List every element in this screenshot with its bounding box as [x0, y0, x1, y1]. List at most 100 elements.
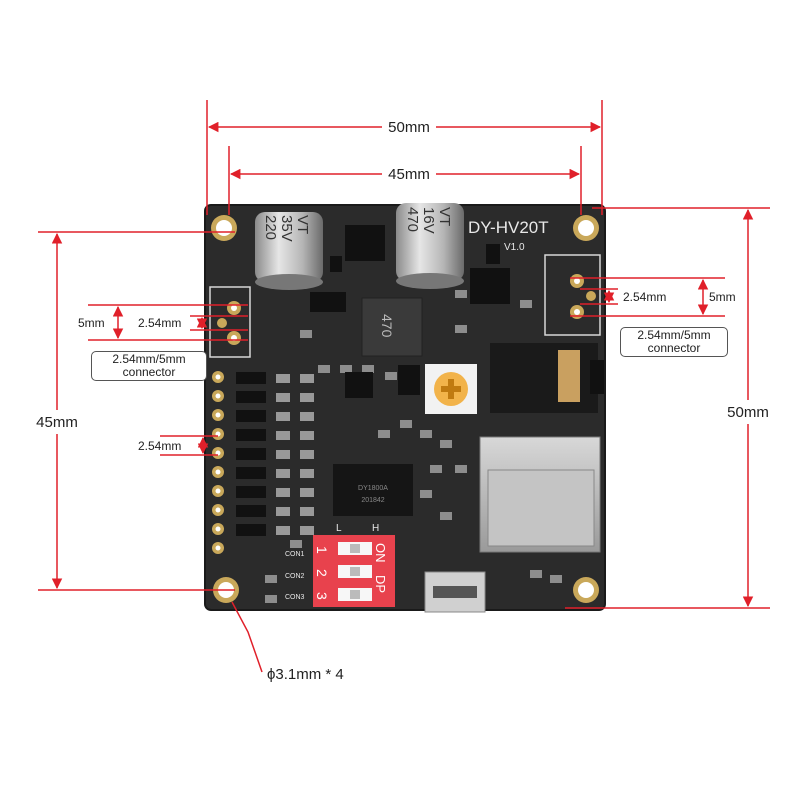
right-connector-line2: connector	[647, 341, 701, 355]
outer-width-label: 50mm	[388, 119, 430, 136]
smd-part	[520, 300, 532, 308]
smd-resistor	[300, 450, 314, 459]
dip-switch[interactable]: ON DP 1 2 3	[313, 535, 395, 607]
smd-resistor	[300, 526, 314, 535]
header-pin-hole	[215, 545, 221, 551]
smd-resistor	[276, 507, 290, 516]
right-connector-callout: 2.54mm/5mm connector	[620, 327, 728, 357]
left-connector-callout: 2.54mm/5mm connector	[91, 351, 207, 381]
smd-diode	[236, 467, 266, 479]
smd-resistor	[276, 431, 290, 440]
transistor	[398, 365, 420, 395]
dimension-labels: 50mm 45mm 45mm 50mm 5mm 2.54mm 2.54mm 5m…	[36, 119, 769, 683]
left-connector-line2: connector	[122, 365, 176, 379]
smd-part	[378, 430, 390, 438]
smd-resistor	[276, 526, 290, 535]
dip-on-label: ON	[373, 543, 388, 563]
cap1-value: 220	[262, 215, 279, 240]
con3-label: CON3	[285, 594, 305, 601]
header-pin-hole	[215, 526, 221, 532]
capacitor-220uf: 220 35V VT	[255, 212, 323, 290]
smd-diode	[236, 391, 266, 403]
header-pin-hole	[215, 412, 221, 418]
right-connector-line1: 2.54mm/5mm	[637, 328, 711, 342]
smd-resistor	[300, 469, 314, 478]
smd-part	[340, 365, 352, 373]
hole-height-label: 45mm	[36, 414, 78, 431]
smd-diode	[236, 524, 266, 536]
pcb-board: 220 35V VT 470 16V VT DY-HV20T V1.0 470	[204, 203, 606, 613]
potentiometer	[425, 364, 477, 414]
dip-number-2: 2	[314, 569, 330, 577]
smd-part	[455, 325, 467, 333]
smd-resistor	[276, 393, 290, 402]
con1-label: CON1	[285, 551, 305, 558]
top-ics	[310, 225, 510, 312]
smd-resistor	[276, 374, 290, 383]
smd-resistor	[276, 469, 290, 478]
smd-part	[530, 570, 542, 578]
header-pin-hole	[215, 393, 221, 399]
dimension-lines	[38, 100, 770, 673]
header-pitch-label: 2.54mm	[138, 439, 181, 453]
smd-part	[440, 440, 452, 448]
smd-diode	[236, 486, 266, 498]
header-pin-hole	[215, 507, 221, 513]
smd-resistor	[300, 507, 314, 516]
smd-resistor	[300, 374, 314, 383]
smd-array	[236, 372, 314, 536]
smd-part	[265, 575, 277, 583]
smd-part	[300, 330, 312, 338]
smd-resistor	[300, 393, 314, 402]
cap1-voltage: 35V	[278, 215, 295, 242]
audio-jack	[490, 343, 604, 413]
dip-low-label: L	[336, 523, 342, 534]
smd-part	[455, 465, 467, 473]
smd-part	[318, 365, 330, 373]
board-version: V1.0	[504, 242, 525, 253]
smd-resistor	[276, 450, 290, 459]
dip-brand-label: DP	[373, 575, 388, 593]
con2-label: CON2	[285, 573, 305, 580]
smd-part	[455, 290, 467, 298]
smd-diode	[236, 505, 266, 517]
inductor-marking: 470	[379, 314, 395, 338]
smd-resistor	[276, 412, 290, 421]
header-pin-hole	[215, 469, 221, 475]
regulator-chip	[345, 372, 373, 398]
smd-part	[420, 430, 432, 438]
board-model: DY-HV20T	[468, 218, 549, 237]
chip-marking-2: 201842	[361, 497, 384, 504]
pin-header	[212, 371, 224, 554]
smd-diode	[236, 429, 266, 441]
header-pin-hole	[215, 488, 221, 494]
outer-height-label: 50mm	[727, 404, 769, 421]
smd-resistor	[300, 431, 314, 440]
smd-part	[362, 365, 374, 373]
smd-part	[290, 540, 302, 548]
dip-number-3: 3	[314, 592, 330, 600]
smd-diode	[236, 448, 266, 460]
smd-part	[430, 465, 442, 473]
dip-number-1: 1	[314, 546, 330, 554]
header-pin-hole	[215, 374, 221, 380]
left-pitch-small-label: 2.54mm	[138, 316, 181, 330]
svg-text:220: 220	[262, 215, 279, 240]
left-connector-line1: 2.54mm/5mm	[112, 352, 186, 366]
cap1-series: VT	[294, 215, 311, 234]
capacitor-470uf: 470 16V VT	[396, 203, 464, 289]
inductor: 470	[361, 297, 423, 357]
cap2-value: 470	[404, 207, 421, 232]
left-pitch-large-label: 5mm	[78, 316, 105, 330]
sd-card-slot	[479, 436, 601, 553]
smd-diode	[236, 372, 266, 384]
hole-note-label: ϕ3.1mm * 4	[267, 666, 344, 683]
smd-resistor	[276, 488, 290, 497]
smd-part	[385, 372, 397, 380]
dip-high-label: H	[372, 523, 379, 534]
cap2-voltage: 16V	[420, 207, 437, 234]
chip-marking-1: DY1800A	[358, 485, 388, 492]
right-pitch-large-label: 5mm	[709, 290, 736, 304]
smd-part	[400, 420, 412, 428]
